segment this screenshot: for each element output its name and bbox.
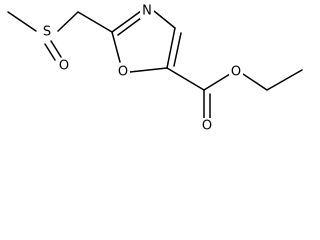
sulfur-methylene-bond	[57, 11, 79, 32]
atom-labels: S O N O O O	[40, 3, 243, 134]
oxazole-structure-diagram: S O N O O O	[7, 3, 303, 134]
sulfur-atom-label: S	[43, 25, 51, 40]
methylene-c2-bond	[77, 11, 113, 33]
methyl-sulfur-bond	[7, 11, 37, 32]
sulfonyl-oxygen-atom-label: O	[59, 59, 69, 74]
carbonyl-ester-oxygen-bond	[203, 73, 231, 91]
ring-oxygen-c2-bond	[111, 31, 121, 63]
c5-ring-oxygen-bond	[129, 67, 168, 73]
sulfur-oxygen-double-bond-a	[44, 43, 56, 61]
c5-carbonyl-bond	[166, 67, 205, 91]
carbonyl-oxygen-atom-label: O	[202, 119, 212, 134]
bonds	[7, 10, 303, 119]
c2-nitrogen-double-bond-a	[111, 10, 142, 33]
ethyl-methyl-bond	[266, 69, 303, 91]
c4-c5-double-bond-b	[173, 32, 182, 67]
ring-nitrogen-atom-label: N	[142, 4, 152, 19]
ring-oxygen-atom-label: O	[118, 65, 128, 80]
sulfur-oxygen-double-bond-b	[50, 40, 62, 58]
c4-c5-double-bond-a	[166, 27, 176, 69]
c2-nitrogen-double-bond-b	[117, 17, 142, 36]
ester-oxygen-ethyl-bond	[242, 73, 268, 91]
ester-oxygen-atom-label: O	[231, 65, 241, 80]
nitrogen-c4-bond	[153, 10, 176, 29]
